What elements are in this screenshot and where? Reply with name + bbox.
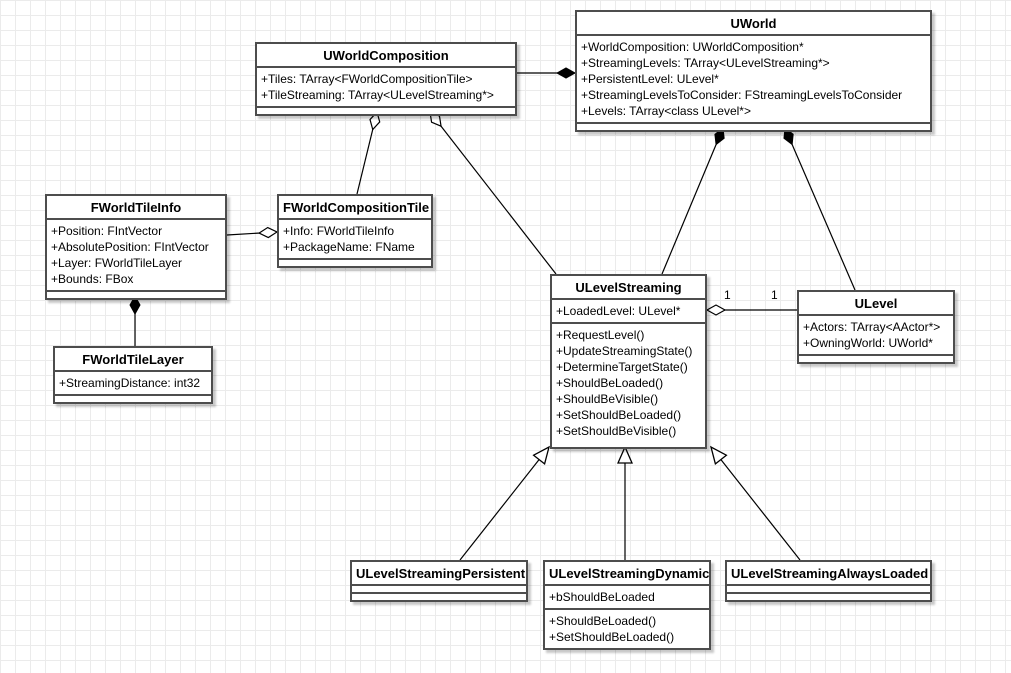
member-line: +StreamingLevels: TArray<ULevelStreaming… <box>581 56 830 70</box>
class-attributes: +LoadedLevel: ULevel* <box>552 298 705 322</box>
multiplicity-label: 1 <box>771 288 778 302</box>
class-attributes: +Info: FWorldTileInfo +PackageName: FName <box>279 218 431 258</box>
member-line: +OwningWorld: UWorld* <box>803 336 933 350</box>
class-ulevel[interactable]: ULevel +Actors: TArray<AActor*> +OwningWo… <box>797 290 955 364</box>
class-attributes: +StreamingDistance: int32 <box>55 370 211 394</box>
class-attributes: +Actors: TArray<AActor*> +OwningWorld: UW… <box>799 314 953 354</box>
member-line: +StreamingLevelsToConsider: FStreamingLe… <box>581 88 903 102</box>
edge-fworldtileinfo-fworldcompositiontile <box>226 226 279 239</box>
class-ulevelstreamingpersistent[interactable]: ULevelStreamingPersistent <box>350 560 528 602</box>
member-line: +Info: FWorldTileInfo <box>283 224 395 238</box>
class-ulevelstreamingalwaysloaded[interactable]: ULevelStreamingAlwaysLoaded <box>725 560 932 602</box>
class-title: UWorldComposition <box>323 48 449 63</box>
member-line: +Position: FIntVector <box>51 224 163 238</box>
class-uworldcomposition[interactable]: UWorldComposition +Tiles: TArray<FWorldC… <box>255 42 517 116</box>
member-line: +SetShouldBeLoaded() <box>556 408 682 422</box>
edge-alwaysloaded-ulevelstreaming <box>709 445 801 561</box>
class-methods <box>727 592 930 600</box>
member-line: +Actors: TArray<AActor*> <box>803 320 941 334</box>
class-title: FWorldCompositionTile <box>283 200 430 215</box>
member-line: +bShouldBeLoaded <box>549 590 655 604</box>
member-line: +RequestLevel() <box>556 328 645 342</box>
class-methods <box>55 394 211 402</box>
member-line: +WorldComposition: UWorldComposition* <box>581 40 804 54</box>
class-title: ULevelStreamingDynamic <box>549 566 709 581</box>
edge-ulevel-uworld <box>783 127 856 291</box>
class-attributes: +Position: FIntVector +AbsolutePosition: … <box>47 218 225 290</box>
member-line: +Levels: TArray<class ULevel*> <box>581 104 751 118</box>
member-line: +TileStreaming: TArray<ULevelStreaming*> <box>261 88 494 102</box>
member-line: +PersistentLevel: ULevel* <box>581 72 719 86</box>
class-title: FWorldTileLayer <box>82 352 184 367</box>
class-attributes: +Tiles: TArray<FWorldCompositionTile> +Ti… <box>257 66 515 106</box>
class-ulevelstreamingdynamic[interactable]: ULevelStreamingDynamic +bShouldBeLoaded … <box>543 560 711 650</box>
class-title: UWorld <box>730 16 777 31</box>
class-methods <box>352 592 526 600</box>
member-line: +UpdateStreamingState() <box>556 344 693 358</box>
class-ulevelstreaming[interactable]: ULevelStreaming +LoadedLevel: ULevel* +R… <box>550 274 707 449</box>
class-methods <box>799 354 953 362</box>
member-line: +SetShouldBeLoaded() <box>549 630 675 644</box>
member-line: +Bounds: FBox <box>51 272 134 286</box>
member-line: +ShouldBeLoaded() <box>549 614 657 628</box>
class-title: ULevelStreaming <box>575 280 682 295</box>
member-line: +DetermineTargetState() <box>556 360 688 374</box>
class-methods <box>257 106 515 114</box>
class-attributes <box>727 584 930 592</box>
member-line: +SetShouldBeVisible() <box>556 424 677 438</box>
member-line: +LoadedLevel: ULevel* <box>556 304 681 318</box>
class-methods <box>47 290 225 298</box>
member-line: +AbsolutePosition: FIntVector <box>51 240 209 254</box>
member-line: +ShouldBeVisible() <box>556 392 659 406</box>
class-title: FWorldTileInfo <box>90 200 182 215</box>
class-fworldtilelayer[interactable]: FWorldTileLayer +StreamingDistance: int3… <box>53 346 213 404</box>
multiplicity-label: 1 <box>724 288 731 302</box>
class-methods: +ShouldBeLoaded() +SetShouldBeLoaded() <box>545 608 709 648</box>
member-line: +StreamingDistance: int32 <box>59 376 201 390</box>
member-line: +Tiles: TArray<FWorldCompositionTile> <box>261 72 473 86</box>
class-uworld[interactable]: UWorld +WorldComposition: UWorldComposit… <box>575 10 932 132</box>
class-attributes <box>352 584 526 592</box>
class-title: ULevelStreamingPersistent <box>356 566 526 581</box>
class-fworldcompositiontile[interactable]: FWorldCompositionTile +Info: FWorldTileI… <box>277 194 433 268</box>
class-attributes: +WorldComposition: UWorldComposition* +St… <box>577 34 930 122</box>
class-title: ULevelStreamingAlwaysLoaded <box>731 566 929 581</box>
edge-fworldcompositiontile-uworldcomposition <box>356 110 381 195</box>
class-methods <box>279 258 431 266</box>
class-fworldtileinfo[interactable]: FWorldTileInfo +Position: FIntVector +Abs… <box>45 194 227 300</box>
edge-ulevelstreaming-uworld <box>661 127 725 275</box>
member-line: +ShouldBeLoaded() <box>556 376 664 390</box>
member-line: +Layer: FWorldTileLayer <box>51 256 183 270</box>
class-methods <box>577 122 930 130</box>
edge-persistent-ulevelstreaming <box>459 445 551 561</box>
class-methods: +RequestLevel() +UpdateStreamingState() +D… <box>552 322 705 447</box>
member-line: +PackageName: FName <box>283 240 415 254</box>
class-attributes: +bShouldBeLoaded <box>545 584 709 608</box>
class-title: ULevel <box>854 296 898 311</box>
edge-ulevelstreaming-uworldcomposition <box>429 111 557 275</box>
